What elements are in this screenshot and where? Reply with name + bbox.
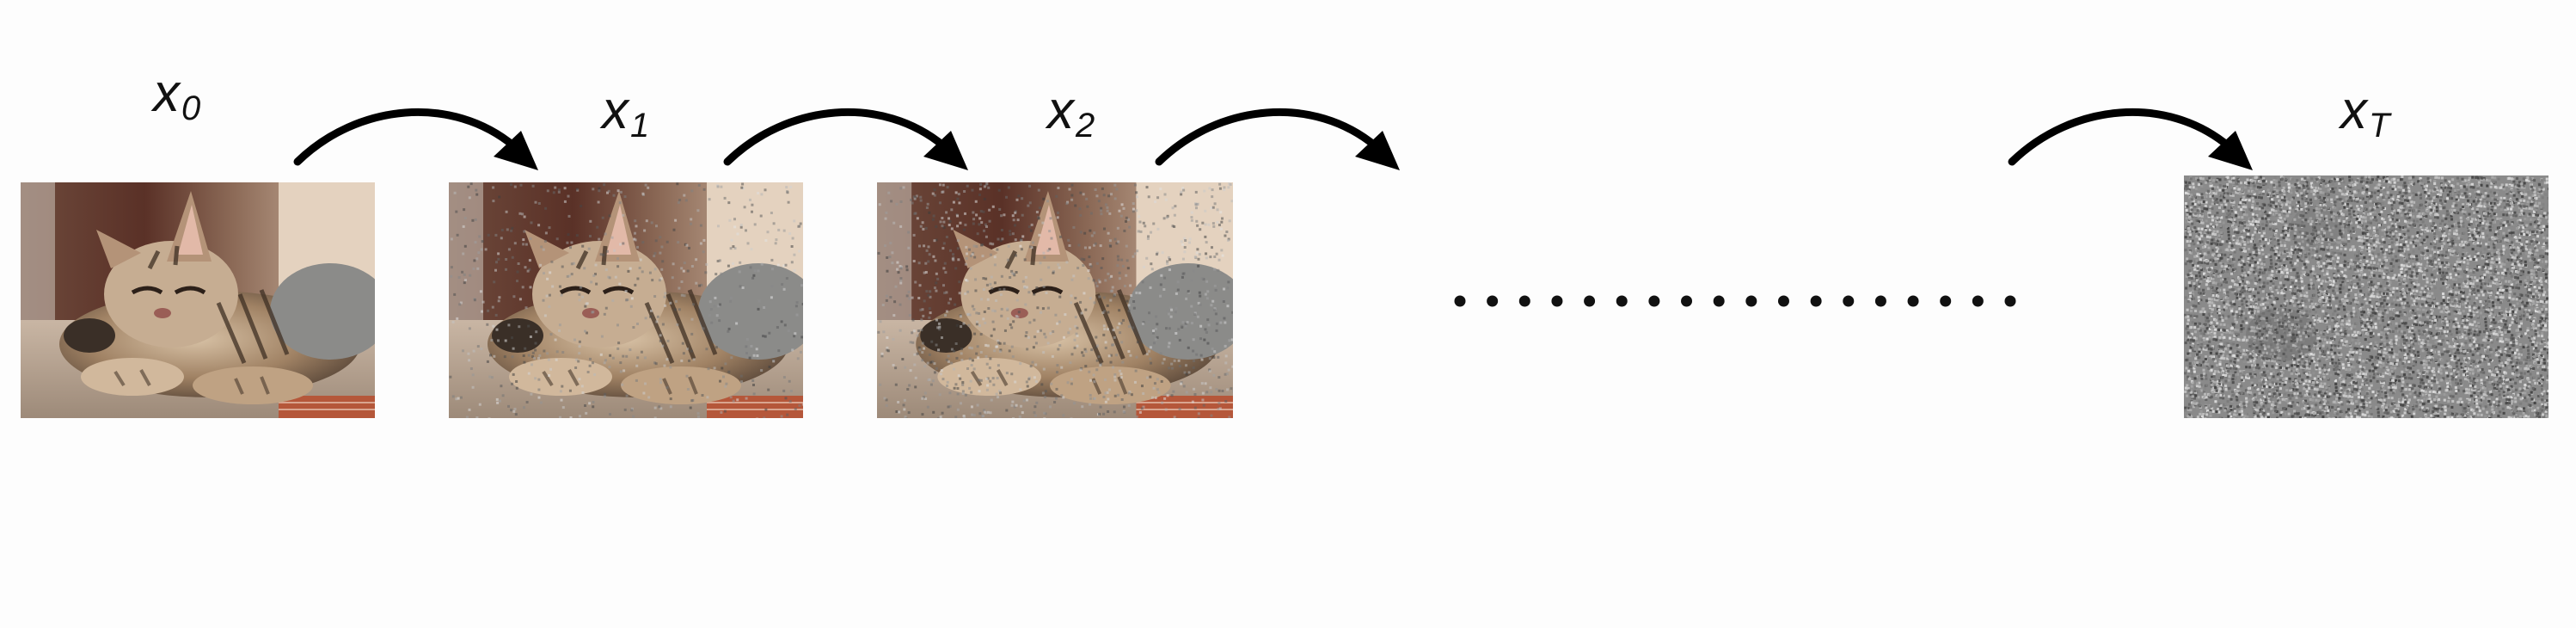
- label-x2-symbol: x: [1047, 81, 1074, 140]
- forward-arrow-4: [2008, 108, 2253, 170]
- forward-arrow-2: [723, 108, 968, 170]
- image-x1: [449, 182, 803, 418]
- ellipsis-dot: [1713, 295, 1725, 307]
- label-xT-symbol: x: [2340, 81, 2367, 140]
- ellipsis-dot: [1745, 295, 1757, 307]
- ellipsis-dot: [1810, 295, 1822, 307]
- label-x0-subscript: 0: [181, 89, 201, 127]
- label-x0: x0: [153, 67, 200, 126]
- forward-arrow-3: [1155, 108, 1400, 170]
- ellipsis-dot: [1616, 295, 1628, 307]
- label-x1-symbol: x: [602, 81, 629, 140]
- ellipsis-dot: [1940, 295, 1952, 307]
- noise-image: [2184, 175, 2548, 418]
- image-x0: [21, 182, 375, 418]
- ellipsis-dot: [1518, 295, 1530, 307]
- cat-image: [877, 182, 1233, 418]
- ellipsis-dot: [1551, 295, 1563, 307]
- label-xT: xT: [2340, 81, 2390, 145]
- cat-image: [21, 182, 375, 418]
- image-x2: [877, 182, 1233, 418]
- label-x1-subscript: 1: [630, 107, 650, 145]
- label-x2: x2: [1047, 81, 1095, 145]
- ellipsis-dot: [2004, 295, 2016, 307]
- ellipsis-dot: [1584, 295, 1596, 307]
- ellipsis-dot: [1777, 295, 1789, 307]
- ellipsis-dot: [1843, 295, 1855, 307]
- ellipsis-dot: [1487, 295, 1499, 307]
- label-x2-subscript: 2: [1076, 107, 1095, 145]
- label-xT-subscript: T: [2369, 107, 2390, 145]
- label-x0-symbol: x: [153, 64, 180, 123]
- ellipsis-dot: [1454, 295, 1466, 307]
- ellipsis-dots: [1454, 295, 2016, 307]
- ellipsis-dot: [1648, 295, 1660, 307]
- forward-arrow-1: [293, 108, 538, 170]
- ellipsis-dot: [1907, 295, 1919, 307]
- cat-image: [449, 182, 803, 418]
- image-xT: [2184, 175, 2548, 418]
- ellipsis-dot: [1972, 295, 1984, 307]
- ellipsis-dot: [1874, 295, 1886, 307]
- label-x1: x1: [602, 81, 650, 145]
- ellipsis-dot: [1681, 295, 1693, 307]
